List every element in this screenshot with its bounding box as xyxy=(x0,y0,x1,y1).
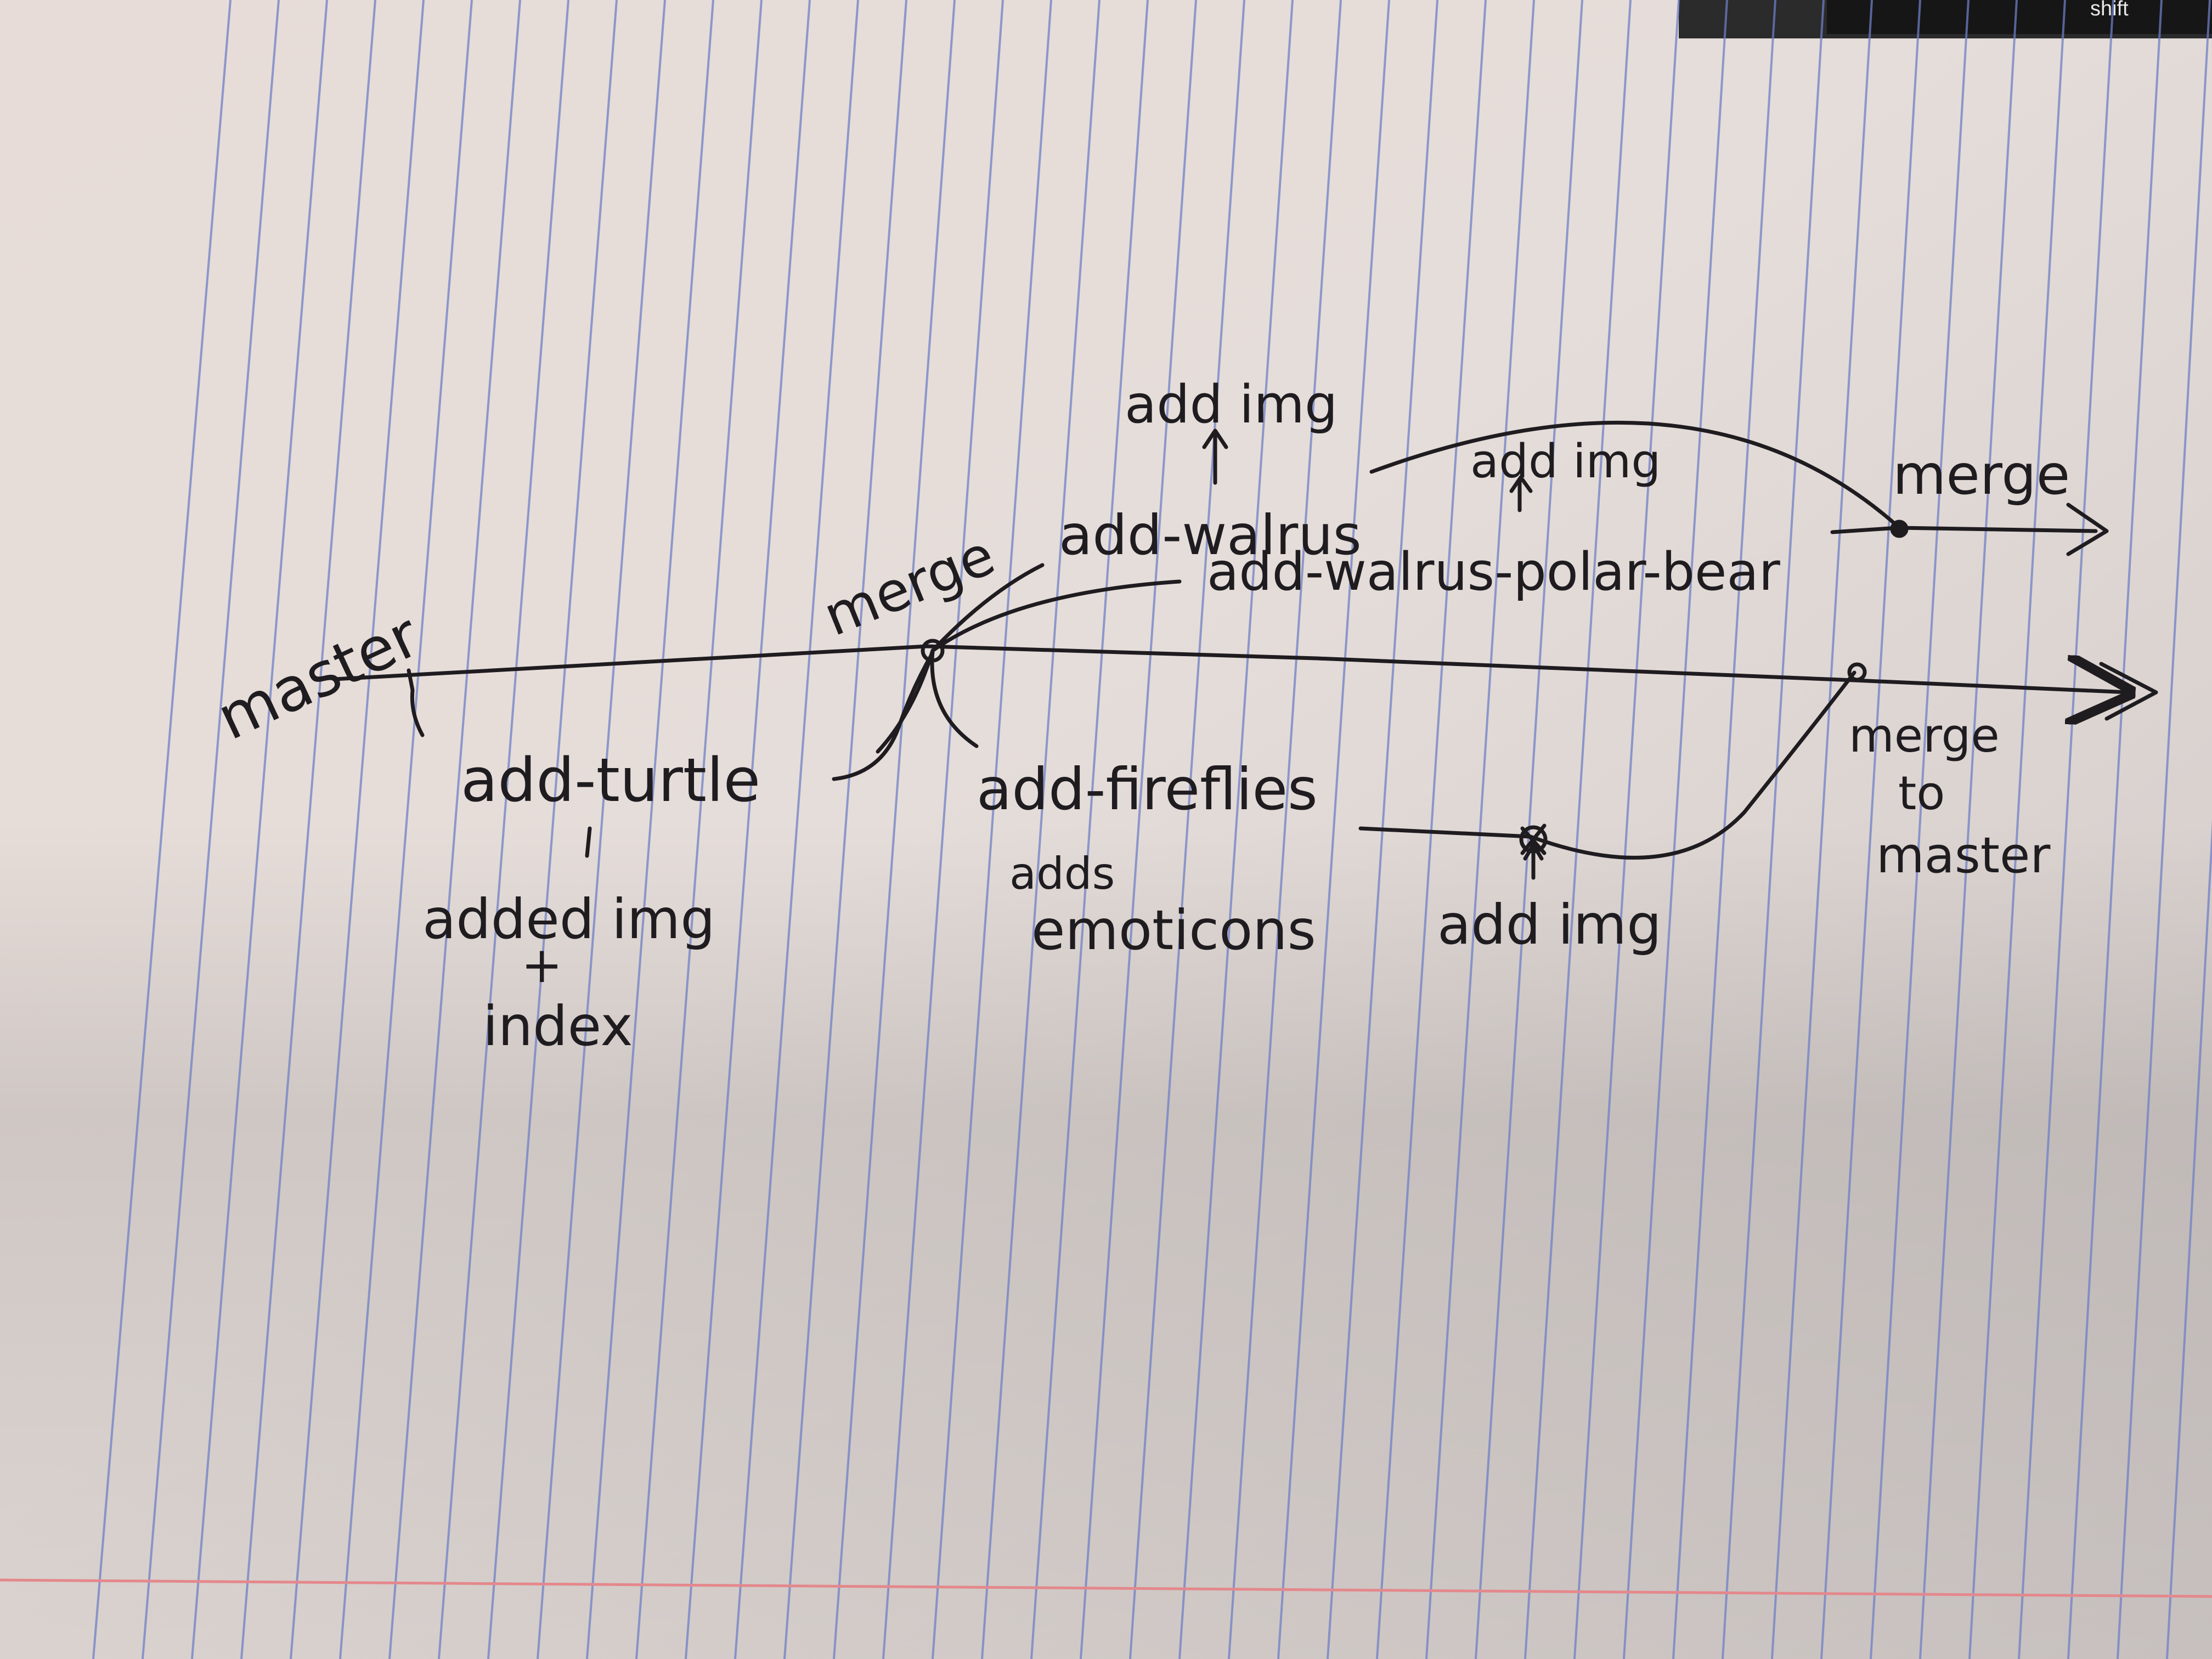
paper-shadow xyxy=(0,823,2212,1659)
margin-line xyxy=(0,1578,2212,1598)
fireflies-branch-1 xyxy=(930,648,979,748)
rule-line xyxy=(1722,0,1825,1659)
rule-line xyxy=(1030,0,1149,1659)
plus-label: + xyxy=(521,936,562,994)
rule-line xyxy=(1771,0,1873,1659)
rule-line xyxy=(2166,819,2212,1659)
rule-line xyxy=(1080,0,1197,1659)
rule-line xyxy=(2018,0,2114,1659)
right-merge-label: merge xyxy=(1893,443,2070,507)
rule-line xyxy=(142,0,280,1659)
shift-key-label: shift xyxy=(2090,0,2129,20)
merge-to-master-line2: to xyxy=(1898,766,1945,821)
fireflies-branch-2 xyxy=(876,648,935,754)
merge-to-master-line3: master xyxy=(1876,827,2050,884)
add-walrus-label: add-walrus xyxy=(1059,503,1362,567)
master-merge-node xyxy=(1847,662,1867,682)
rule-line xyxy=(2067,0,2163,1659)
add-walrus-polar-bear-label: add-walrus-polar-bear xyxy=(1207,542,1781,602)
walrus-arc xyxy=(1369,420,1900,529)
rule-line xyxy=(1524,0,1632,1659)
rule-line xyxy=(882,0,1004,1659)
emoticons-label: emoticons xyxy=(1031,898,1316,962)
polar-bear-branch-line xyxy=(930,579,1182,653)
rule-line xyxy=(1623,0,1728,1659)
walrus-branch-line xyxy=(930,563,1045,653)
rule-line xyxy=(783,0,907,1659)
turtle-img-connector xyxy=(585,826,592,858)
rule-line xyxy=(1425,0,1535,1659)
rule-line xyxy=(438,0,569,1659)
rule-line xyxy=(981,0,1101,1659)
rule-line xyxy=(833,0,956,1659)
git-branch-drawing xyxy=(332,420,2158,880)
add-turtle-label: add-turtle xyxy=(461,745,760,815)
rule-line xyxy=(240,0,376,1659)
rule-line xyxy=(2117,0,2211,1659)
rule-line xyxy=(1968,0,2066,1659)
add-img-top-label: add img xyxy=(1125,375,1338,435)
rule-line xyxy=(1820,0,1921,1659)
rule-line xyxy=(191,0,328,1659)
rule-line xyxy=(1129,0,1245,1659)
index-label: index xyxy=(483,994,633,1058)
rule-line xyxy=(685,0,811,1659)
add-fireflies-label: add-fireflies xyxy=(977,756,1318,823)
add-img-polar-label: add img xyxy=(1470,435,1661,489)
rule-line xyxy=(932,0,1052,1659)
rule-line xyxy=(1277,0,1390,1659)
master-arrow-head xyxy=(2099,662,2158,721)
fireflies-to-master-curve xyxy=(1358,670,1857,860)
keyboard-corner: shift xyxy=(1679,0,2212,38)
fireflies-commit-x xyxy=(1520,823,1547,855)
merge-to-master-line1: merge xyxy=(1849,709,2000,763)
rule-line xyxy=(92,0,232,1659)
rule-line xyxy=(537,0,666,1659)
rule-line xyxy=(1376,0,1487,1659)
fireflies-img-label: add img xyxy=(1437,893,1662,957)
rule-line xyxy=(1573,0,1680,1659)
notebook-rule-lines xyxy=(92,0,2212,1659)
rule-line xyxy=(487,0,618,1659)
rule-line xyxy=(1178,0,1294,1659)
polar-img-arrow xyxy=(1509,475,1533,512)
added-img-label: added img xyxy=(422,887,715,951)
master-commit-tick xyxy=(407,668,425,737)
rule-line xyxy=(635,0,763,1659)
rule-line xyxy=(388,0,521,1659)
rule-line xyxy=(1228,0,1342,1659)
adds-label: adds xyxy=(1009,848,1115,899)
right-merge-arrow-head xyxy=(2066,503,2109,556)
rule-line xyxy=(1870,0,1970,1659)
rule-line xyxy=(734,0,859,1659)
rule-line xyxy=(290,0,425,1659)
rule-line xyxy=(586,0,714,1659)
rule-line xyxy=(1919,0,2018,1659)
master-branch-line xyxy=(332,644,2129,692)
right-merge-node xyxy=(1890,520,1909,538)
walrus-img-arrow xyxy=(1202,428,1228,485)
fireflies-img-arrow xyxy=(1523,843,1544,880)
rule-line xyxy=(339,0,473,1659)
